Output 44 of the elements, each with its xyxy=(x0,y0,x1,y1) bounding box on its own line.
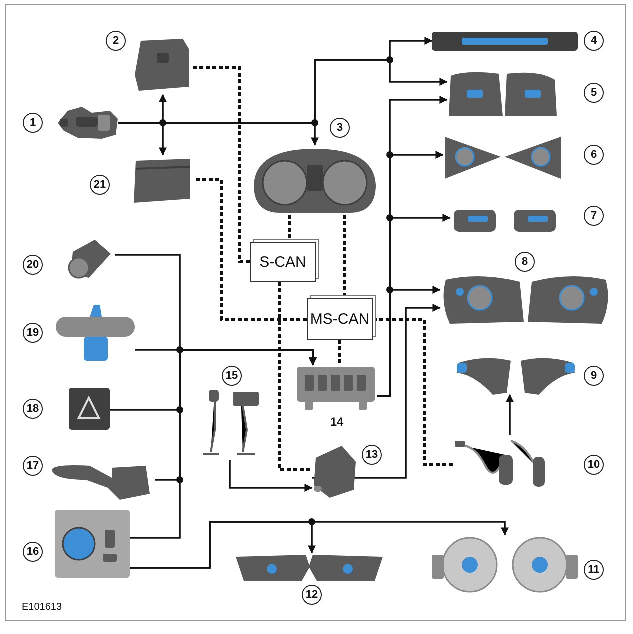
callout-number: 12 xyxy=(302,585,322,605)
callout-number: 15 xyxy=(222,366,242,386)
callout-number: 20 xyxy=(23,255,43,275)
can-bus-box: MS-CAN xyxy=(307,298,373,340)
arrow xyxy=(377,286,441,397)
callout-number: 18 xyxy=(23,399,43,419)
callout-number: 6 xyxy=(584,145,604,165)
callout-number: 10 xyxy=(584,455,604,475)
rear-view-mirror-drawing xyxy=(56,305,135,362)
callout-number: 21 xyxy=(90,175,110,195)
ignition-switch-drawing xyxy=(58,105,118,140)
arrow xyxy=(506,394,514,435)
arrow xyxy=(229,460,313,492)
callout-number: 7 xyxy=(584,206,604,226)
light-bar-drawing xyxy=(432,30,578,53)
callout-number: 9 xyxy=(584,366,604,386)
arrow xyxy=(130,349,318,539)
junction-box-drawing xyxy=(295,365,377,412)
lamp-pair-drawing xyxy=(443,135,563,180)
connector-line xyxy=(344,215,346,298)
callout-number: 5 xyxy=(584,83,604,103)
arrow xyxy=(130,521,510,569)
light-switch-drawing xyxy=(55,510,130,578)
callout-number: 1 xyxy=(23,113,43,133)
lamp-pair-drawing xyxy=(447,70,560,118)
callout-number: 13 xyxy=(362,445,382,465)
callout-number: 19 xyxy=(23,323,43,343)
connector-line xyxy=(278,282,312,472)
figure-number: E101613 xyxy=(22,602,62,613)
callout-number: 3 xyxy=(330,118,350,138)
fog-lamp-pair-drawing xyxy=(432,535,578,595)
connector-line xyxy=(373,318,455,466)
callout-number: 16 xyxy=(23,542,43,562)
callout-number: 14 xyxy=(329,415,345,429)
connector-line xyxy=(338,340,342,365)
connector-line xyxy=(196,178,307,322)
callout-number: 17 xyxy=(23,456,43,476)
callout-number: 8 xyxy=(515,252,535,272)
can-bus-box: S-CAN xyxy=(250,242,316,282)
connector-line xyxy=(193,66,250,264)
hazard-switch-drawing xyxy=(69,388,110,430)
callout-number: 11 xyxy=(584,560,604,580)
callout-number: 4 xyxy=(584,31,604,51)
callout-number: 2 xyxy=(106,31,126,51)
